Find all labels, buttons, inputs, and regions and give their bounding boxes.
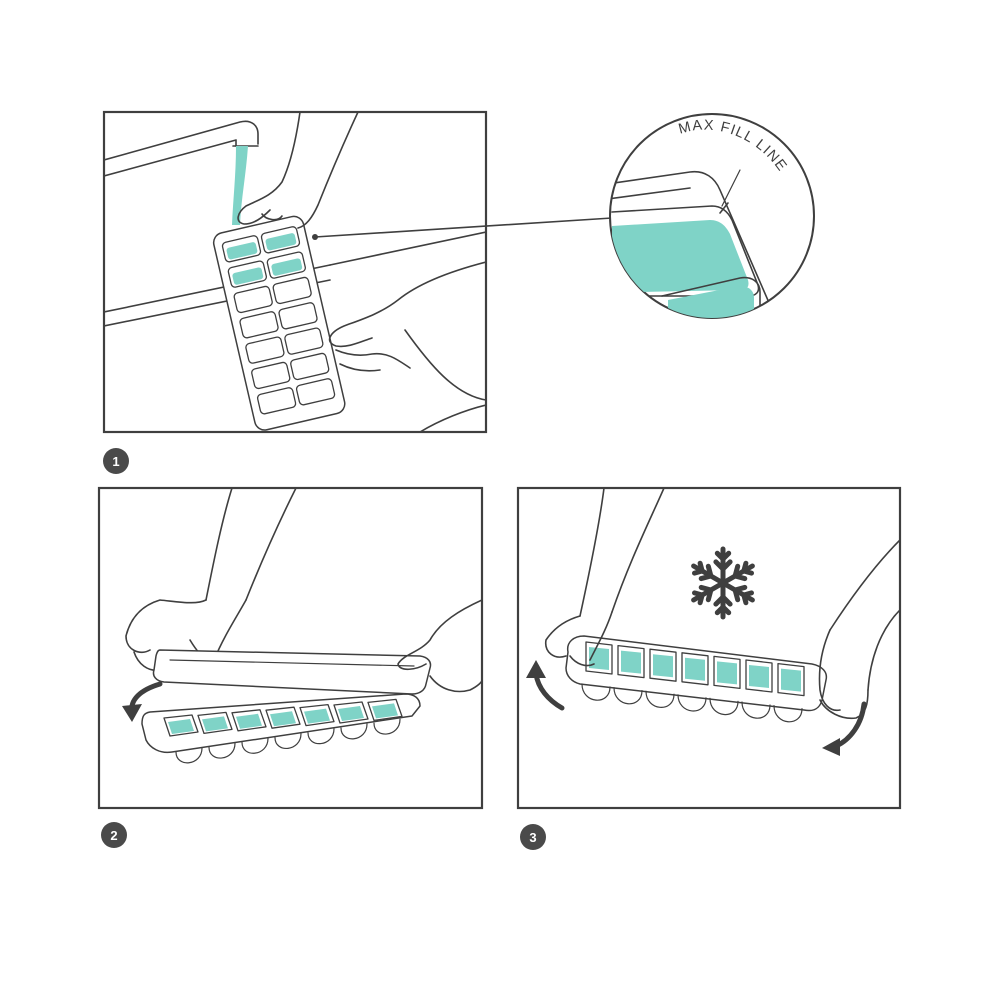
- tray-cell-bottom: [741, 701, 771, 719]
- water-fill: [372, 703, 398, 719]
- tray-cell: [233, 285, 273, 314]
- water-fill: [236, 713, 262, 729]
- water-fill: [270, 711, 296, 727]
- panel-2-frame: [97, 486, 484, 810]
- max-fill-pointer: [721, 169, 741, 207]
- sink-basin-curve-2: [419, 404, 486, 432]
- hand-right-step-3: [818, 629, 869, 720]
- curved-arrow-down-icon: [822, 701, 867, 756]
- sink-basin-curve: [404, 329, 486, 401]
- hand-left-step-3: [544, 611, 613, 667]
- tray-cell-bottom: [645, 690, 675, 708]
- hand-right-step-2: [397, 599, 482, 693]
- tray-cell-bottom: [241, 737, 269, 754]
- tray-cell-bottom: [175, 747, 203, 764]
- water-fill: [304, 708, 330, 724]
- svg-text:3: 3: [529, 830, 536, 845]
- tray-cell-bottom: [373, 718, 401, 735]
- tray-cell-bottom: [208, 742, 236, 759]
- step-badge-2: 2: [101, 822, 127, 848]
- curved-arrow-up-icon: [526, 660, 565, 711]
- tray-lid: [152, 649, 432, 695]
- water-stream: [232, 146, 248, 225]
- snowflake-icon: [691, 546, 755, 620]
- water-fill: [202, 716, 228, 732]
- tray-cell: [295, 378, 336, 406]
- water-fill: [749, 665, 769, 688]
- water-fill: [232, 267, 264, 285]
- tray-cell-bottom: [340, 723, 368, 740]
- max-fill-callout: MAX FILL LINE: [609, 113, 815, 319]
- water-fill: [271, 258, 303, 276]
- svg-text:1: 1: [112, 454, 119, 469]
- sink-edge-right: [329, 231, 486, 266]
- tray-cell-bottom: [677, 694, 707, 712]
- tray-cell-bottom: [773, 705, 803, 723]
- tray-cell: [245, 336, 285, 364]
- water-fill: [781, 668, 801, 692]
- water-fill: [168, 719, 194, 734]
- water-fill: [589, 647, 609, 670]
- step-badge-1: 1: [103, 448, 129, 474]
- water-fill: [621, 650, 641, 674]
- water-fill: [685, 657, 705, 681]
- water-fill: [226, 242, 258, 260]
- tray-cell-bottom: [307, 728, 335, 745]
- tray-cell: [251, 361, 291, 390]
- tray-cell-bottom: [581, 683, 611, 701]
- tray-cell-bottom: [709, 697, 739, 716]
- hand-top: [237, 112, 359, 229]
- water-fill: [717, 661, 737, 685]
- panel-step-3: [516, 486, 902, 810]
- panel-step-1: [102, 110, 488, 434]
- step-badge-3: 3: [520, 824, 546, 850]
- ice-tray-step-2: [141, 693, 421, 764]
- curved-arrow-down-left-icon: [122, 681, 163, 722]
- tray-cell: [284, 327, 324, 355]
- svg-text:2: 2: [110, 828, 117, 843]
- tray-cell: [278, 302, 318, 330]
- tray-cell: [239, 311, 279, 339]
- tray-cell: [256, 387, 297, 415]
- water-fill: [265, 233, 297, 251]
- tray-cell-bottom: [613, 687, 643, 705]
- callout-connector: [312, 217, 613, 240]
- tray-cell-bottom: [274, 733, 302, 749]
- panel-step-2: [97, 486, 484, 810]
- hand-bottom: [328, 261, 486, 372]
- ice-tray-step-3: [565, 635, 828, 723]
- tray-cell: [290, 352, 330, 381]
- ice-tray-step-1: [212, 215, 346, 431]
- tray-cell: [272, 276, 312, 305]
- water-fill: [338, 706, 364, 721]
- water-fill: [653, 654, 673, 678]
